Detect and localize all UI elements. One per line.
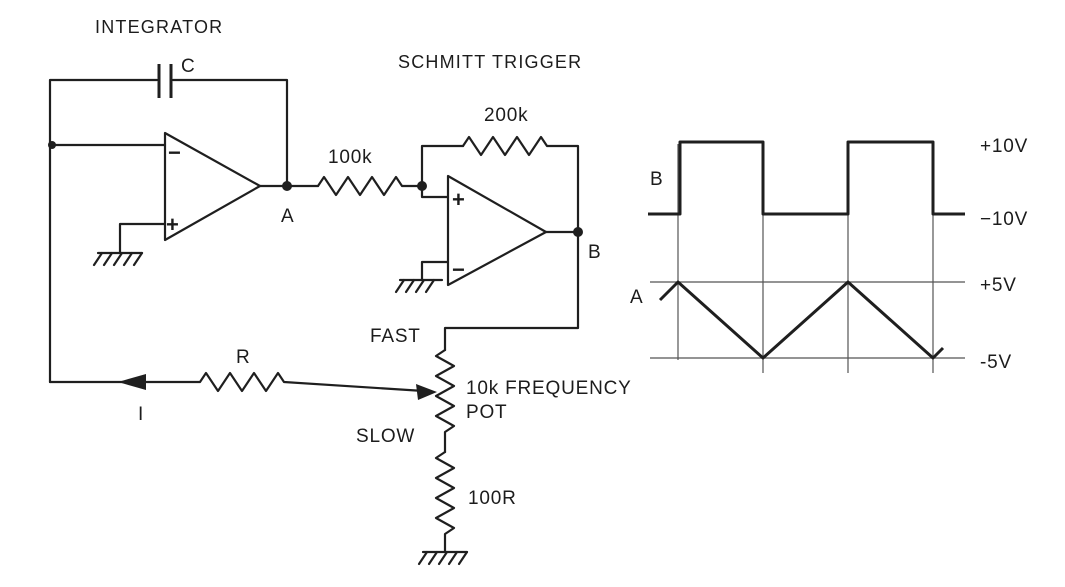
schmitt-opamp	[446, 174, 548, 287]
resistor-r-wire	[48, 371, 426, 393]
triangle-wave-a	[658, 280, 945, 360]
ground-symbol	[92, 251, 144, 267]
integrator-title: INTEGRATOR	[95, 17, 223, 37]
integrator-feedback-wire-left	[48, 78, 159, 384]
pot-slow-label: SLOW	[356, 426, 415, 447]
level-plus-5v: +5V	[980, 275, 1017, 296]
level-minus-5v: -5V	[980, 352, 1012, 373]
resistor-200k-label: 200k	[484, 105, 528, 126]
schmitt-minus-sign: −	[452, 257, 465, 282]
waveform-grid	[650, 144, 965, 373]
resistor-100k-label: 100k	[328, 147, 372, 168]
level-plus-10v: +10V	[980, 136, 1028, 157]
ground-symbol	[394, 278, 444, 294]
node-a-dot	[282, 181, 292, 191]
current-label: I	[138, 404, 144, 425]
node-a-label: A	[281, 206, 294, 227]
integrator-opamp	[163, 131, 262, 242]
schmitt-noninverting-wire	[420, 184, 450, 199]
capacitor-c	[157, 64, 173, 98]
integrator-minus-sign: −	[168, 140, 181, 165]
schmitt-ground-wire	[420, 260, 450, 282]
integrator-feedback-wire-right	[171, 78, 289, 190]
frequency-pot	[434, 348, 456, 454]
current-arrow	[118, 374, 146, 390]
waveform-a-label: A	[630, 287, 643, 308]
pot-label-line2: POT	[466, 402, 507, 423]
integrator-ground-wire	[118, 222, 167, 255]
resistor-100r-label: 100R	[468, 488, 517, 509]
output-to-pot-wire	[443, 230, 580, 352]
square-wave-b	[648, 140, 965, 216]
schmitt-feedback-wire-left	[420, 144, 465, 188]
ground-symbol	[417, 550, 469, 566]
resistor-200k	[461, 135, 580, 234]
node-b-label: B	[588, 242, 601, 263]
pot-fast-label: FAST	[370, 326, 421, 347]
capacitor-label: C	[181, 56, 196, 77]
integrator-plus-sign: +	[166, 212, 179, 237]
resistor-r-label: R	[236, 347, 251, 368]
resistor-100k	[316, 175, 424, 197]
resistor-100r	[434, 450, 456, 554]
waveform-b-label: B	[650, 169, 663, 190]
pot-label-line1: 10k FREQUENCY	[466, 378, 632, 399]
schmitt-plus-sign: +	[452, 187, 465, 212]
schmitt-trigger-title: SCHMITT TRIGGER	[398, 52, 582, 72]
pot-wiper-arrow	[416, 384, 437, 400]
level-minus-10v: −10V	[980, 209, 1028, 230]
junction-dot	[48, 141, 56, 149]
